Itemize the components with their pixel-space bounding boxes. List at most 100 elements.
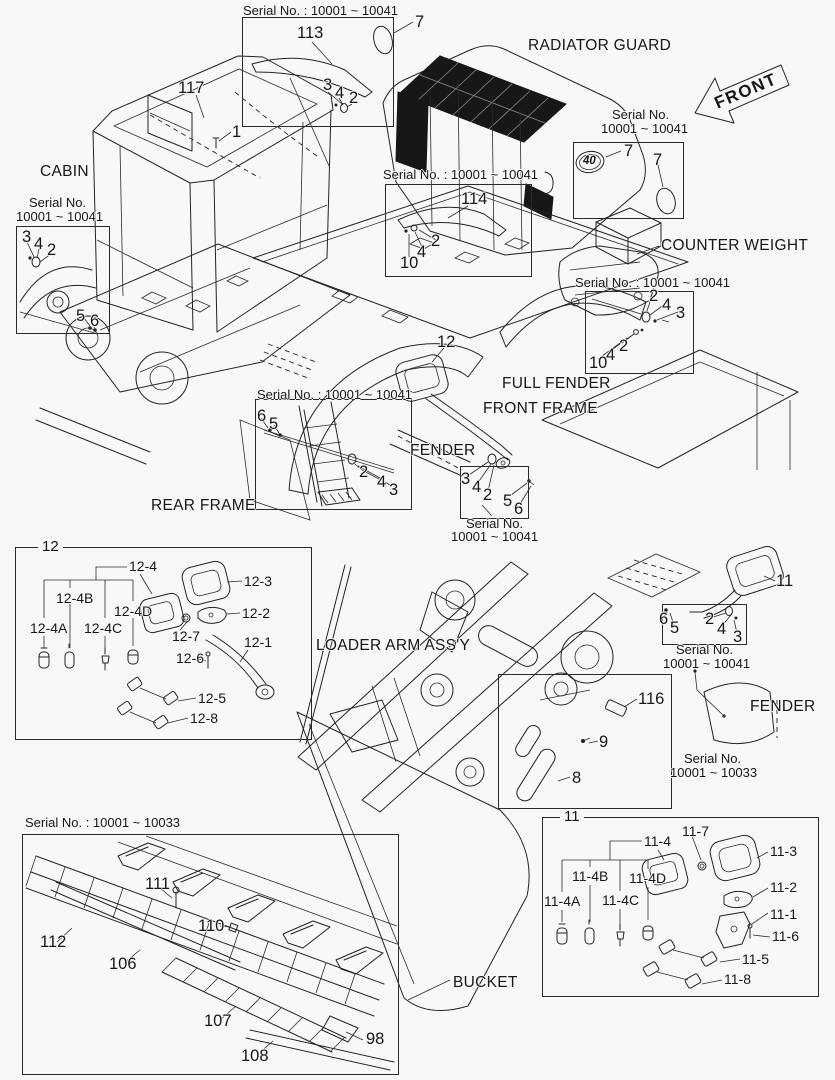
callout-5-fm: 5 [503,492,513,510]
work-lamp-12-drawing [395,354,513,469]
part-12-5: 12-5 [198,690,227,706]
part-11-1: 11-1 [770,906,797,922]
cabin-mount-detail-drawing [19,241,99,335]
leader-lines [56,21,776,1055]
callout-1: 1 [232,123,242,141]
part-12-8: 12-8 [190,710,219,726]
decal-40-text: 40 [583,155,596,167]
callout-6-rear: 6 [257,407,267,425]
box-decal-40 [573,142,684,219]
callout-10-ff-b: 10 [589,354,608,372]
part-11-6: 11-6 [772,928,799,944]
box-panel-114 [385,184,532,277]
callout-4-rear: 4 [377,473,387,491]
rear-frame-hardware-drawing [260,417,393,487]
callout-3-roof: 3 [323,76,333,94]
ladder-drawing [263,401,395,507]
callout-4-ff-b: 4 [606,346,616,364]
label-bucket: BUCKET [453,974,518,991]
bucket-edge-drawing [25,835,398,1071]
part-12-4C: 12-4C [84,620,123,636]
part-11-7: 11-7 [682,823,709,839]
label-fender-right: FENDER [750,698,816,715]
tilt-link-drawing [515,672,628,802]
label-loader-arm: LOADER ARM ASS'Y [316,637,471,654]
box-fender-mount-mid [460,466,529,519]
serial-decal-1: Serial No. [612,107,670,122]
callout-2-fr: 2 [705,610,715,628]
part-11-4B: 11-4B [572,868,609,884]
serial-roof-113: Serial No. : 10001 ~ 10041 [243,3,399,18]
label-radiator-guard: RADIATOR GUARD [528,37,672,54]
callout-6-fr: 6 [659,610,669,628]
callout-4-cabin: 4 [34,235,44,253]
fender-arcs-drawing [288,285,778,745]
box-fender-mount-right [662,604,747,645]
serial-fr-2: 10001 ~ 10041 [663,656,751,671]
callout-10-114: 10 [400,254,419,272]
callout-111: 111 [145,875,171,893]
part-11-5: 11-5 [742,951,769,967]
part-11-4C: 11-4C [602,892,640,908]
callout-113: 113 [297,24,324,42]
box-roof-panel-113 [242,17,394,127]
callout-6-fm: 6 [514,500,524,518]
box-lamp-group-12 [15,547,312,740]
box-loader-links [498,674,672,809]
callout-8: 8 [572,769,582,787]
callout-6-cabin: 6 [90,312,100,330]
part-11-4: 11-4 [644,833,671,849]
callout-12-lamp: 12 [437,333,456,351]
part-12-4B: 12-4B [56,590,94,606]
box-cabin-mount [16,226,110,334]
callout-9: 9 [599,733,609,751]
part-12-4: 12-4 [129,558,158,574]
callout-3-cabin: 3 [22,228,32,246]
callout-2-fm: 2 [483,486,493,504]
part-11-3: 11-3 [770,843,797,859]
callout-3-rear: 3 [389,481,399,499]
box-full-fender-mount [585,291,694,374]
callout-7-decal-a: 7 [624,142,634,160]
callout-4-fm: 4 [472,478,482,496]
callout-4-ff-a: 4 [662,296,672,314]
panel-114-drawing [397,205,507,257]
serial-fm-2: 10001 ~ 10041 [451,529,539,544]
bucket-shell-drawing [296,677,530,1011]
front-frame-drawing [252,185,689,339]
serial-full-fender: Serial No. : 10001 ~ 10041 [575,275,731,290]
callout-2-roof: 2 [349,89,359,107]
serial-cabin-2: 10001 ~ 10041 [16,209,104,224]
serial-bucket: Serial No. : 10001 ~ 10033 [25,815,181,830]
callout-4-114: 4 [417,243,427,261]
radiator-guard-drawing [382,45,646,256]
callout-7-decal-b: 7 [653,151,663,169]
part-12-6: 12-6 [176,650,205,666]
box-lamp-group-11 [542,817,819,997]
serial-la-2: 10001 ~ 10033 [670,765,758,780]
serial-la-1: Serial No. [684,751,742,766]
front-arrow [694,64,790,124]
part-12-3: 12-3 [244,573,273,589]
roof-panel-113-drawing [251,41,373,169]
callout-2-cabin: 2 [47,241,57,259]
box-bucket-edge [22,834,399,1075]
title-group-11: 11 [560,809,584,825]
part-12-4A: 12-4A [30,620,68,636]
callout-3-fr: 3 [733,628,743,646]
callout-110: 110 [198,917,225,935]
serial-114: Serial No. : 10001 ~ 10041 [383,167,539,182]
part-12-1: 12-1 [244,634,273,650]
serial-fm-1: Serial No. [466,516,524,531]
callout-2-114: 2 [431,232,441,250]
callout-116: 116 [638,690,665,708]
callout-112: 112 [40,933,67,951]
fender-mount-right-drawing [662,606,738,718]
callout-4-fr: 4 [717,620,727,638]
callout-114: 114 [461,190,488,208]
lamp-group-11-parts [556,834,771,989]
serial-fr-1: Serial No. [676,642,734,657]
label-full-fender: FULL FENDER [502,375,611,392]
